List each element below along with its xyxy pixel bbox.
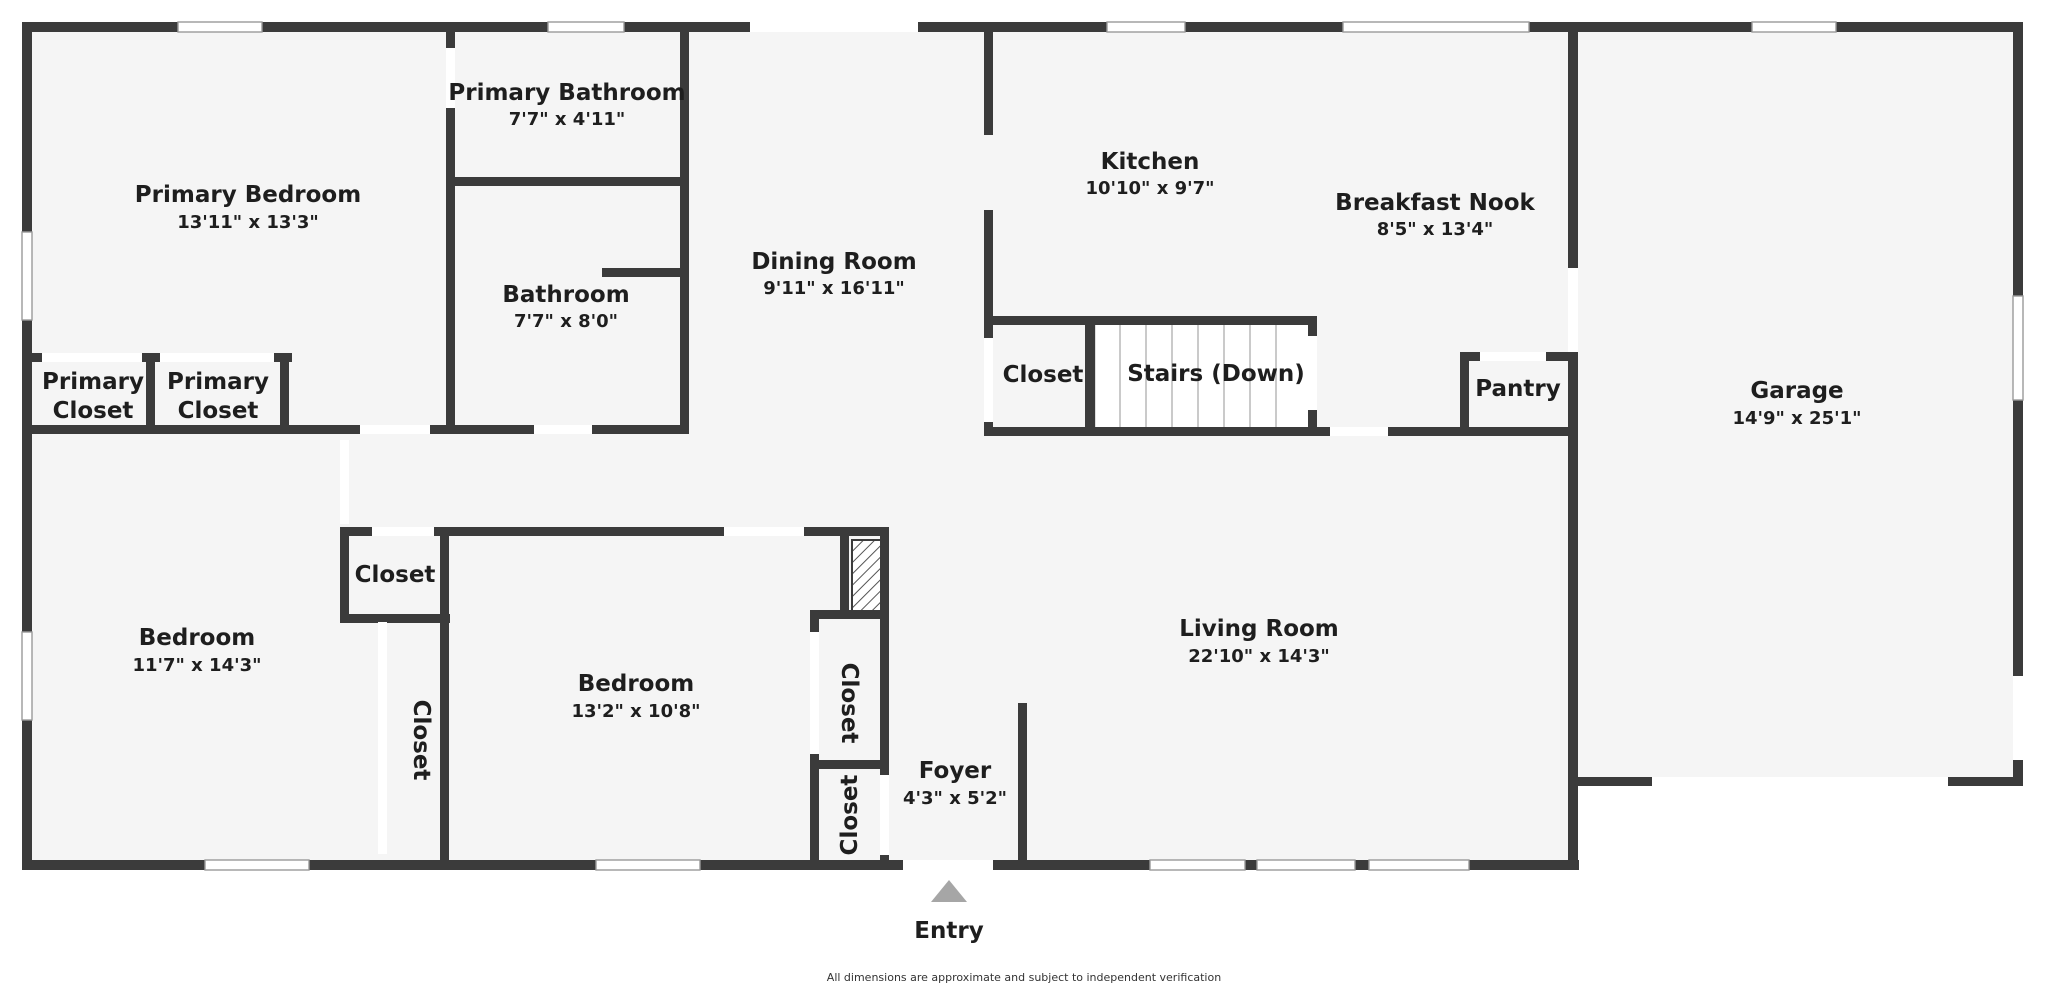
entry-arrow-icon — [931, 880, 967, 902]
kitchen-dims: 10'10" x 9'7" — [1085, 178, 1214, 199]
center-closet-upper-name: Closet — [836, 663, 862, 744]
pantry-name: Pantry — [1475, 376, 1560, 402]
dining-room-dims: 9'11" x 16'11" — [763, 278, 905, 299]
primary-closet-1-line2: Closet — [53, 398, 134, 424]
primary-bathroom-dims: 7'7" x 4'11" — [509, 109, 626, 130]
foyer-dims: 4'3" x 5'2" — [903, 788, 1007, 809]
breakfast-nook-dims: 8'5" x 13'4" — [1377, 219, 1494, 240]
primary-bathroom-name: Primary Bathroom — [448, 80, 685, 106]
center-closet-lower-name: Closet — [837, 775, 863, 856]
bathroom-name: Bathroom — [502, 282, 629, 308]
garage-dims: 14'9" x 25'1" — [1732, 408, 1861, 429]
primary-closet-2-line1: Primary — [167, 369, 269, 395]
kitchen-name: Kitchen — [1101, 149, 1200, 175]
left-bedroom-dims: 11'7" x 14'3" — [132, 655, 261, 676]
room-labels: Primary Bedroom 13'11" x 13'3" Primary B… — [42, 80, 1861, 944]
entry-label: Entry — [914, 918, 983, 944]
breakfast-nook-name: Breakfast Nook — [1335, 190, 1535, 216]
garage-name: Garage — [1750, 378, 1843, 404]
door-openings — [42, 22, 2023, 870]
living-room-name: Living Room — [1179, 616, 1339, 642]
center-bedroom-name: Bedroom — [578, 671, 695, 697]
foyer-name: Foyer — [919, 758, 992, 784]
primary-bedroom-dims: 13'11" x 13'3" — [177, 212, 319, 233]
left-bedroom-name: Bedroom — [139, 625, 256, 651]
center-bedroom-dims: 13'2" x 10'8" — [571, 701, 700, 722]
walls — [22, 22, 2023, 870]
disclaimer-footnote: All dimensions are approximate and subje… — [827, 971, 1221, 984]
chimney-hatch — [851, 539, 883, 613]
primary-bedroom-name: Primary Bedroom — [135, 182, 361, 208]
stairs-name: Stairs (Down) — [1127, 361, 1305, 387]
dining-room-name: Dining Room — [751, 249, 916, 275]
bathroom-dims: 7'7" x 8'0" — [514, 311, 618, 332]
windows — [21, 21, 2024, 871]
kitchen-closet-name: Closet — [1003, 362, 1084, 388]
living-room-dims: 22'10" x 14'3" — [1188, 646, 1330, 667]
primary-closet-1-line1: Primary — [42, 369, 144, 395]
stairs-treads — [1094, 322, 1315, 431]
left-closet-name: Closet — [408, 700, 434, 781]
hall-closet-name: Closet — [355, 562, 436, 588]
primary-closet-2-line2: Closet — [178, 398, 259, 424]
floor-areas — [22, 22, 2021, 868]
